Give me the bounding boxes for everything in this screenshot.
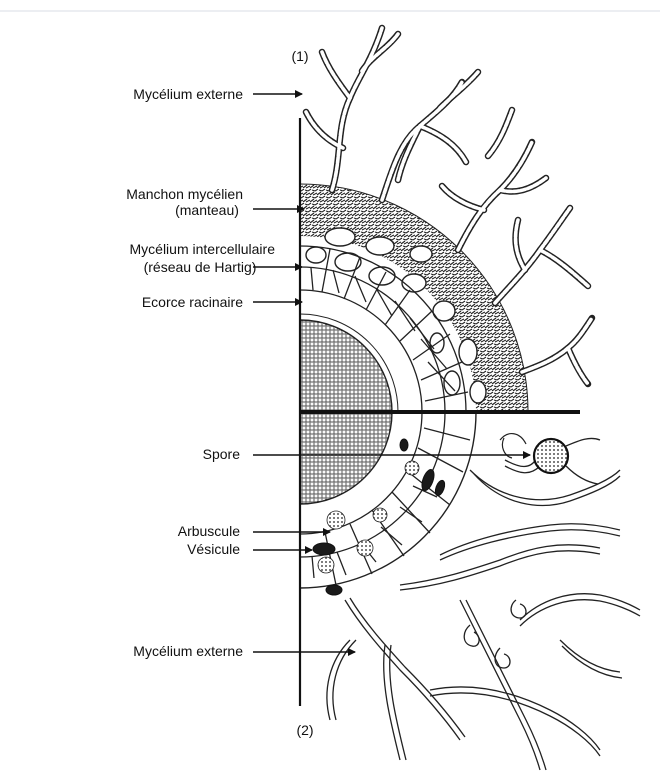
label-mantle-line1: Manchon mycélien — [126, 186, 243, 202]
label-vesicule: Vésicule — [187, 541, 240, 557]
label-mycelium-external-bottom: Mycélium externe — [133, 643, 243, 659]
marker-2: (2) — [296, 722, 313, 738]
marker-1: (1) — [291, 48, 308, 64]
label-arbuscule: Arbuscule — [178, 523, 240, 539]
label-mycelium-external-top: Mycélium externe — [133, 86, 243, 102]
spore — [500, 434, 600, 484]
spore-body — [534, 439, 568, 473]
label-hartig-line2: (réseau de Hartig) — [144, 259, 257, 275]
label-spore: Spore — [203, 446, 241, 462]
label-cortex: Ecorce racinaire — [142, 294, 243, 310]
label-mantle-line2: (manteau) — [175, 202, 239, 218]
label-hartig-line1: Mycélium intercellulaire — [130, 241, 276, 257]
